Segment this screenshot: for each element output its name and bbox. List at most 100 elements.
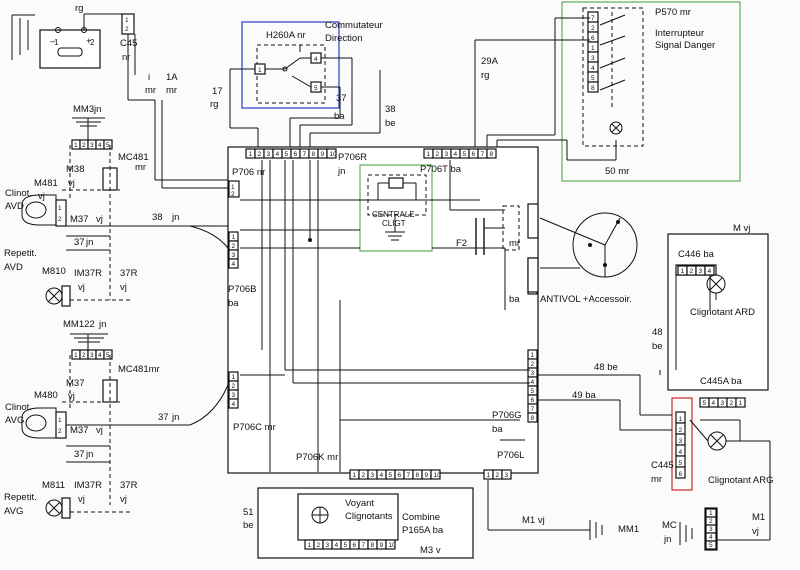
central-top-pin-label: 9 xyxy=(321,151,325,158)
front-left-top-pin-label: 3 xyxy=(90,142,94,149)
m810-label: M810 xyxy=(42,266,66,277)
p706g-color: ba xyxy=(492,424,503,435)
interrupteur-pin-label: 5 xyxy=(591,75,595,82)
clignotant-ard-wire-48-color: be xyxy=(652,341,663,352)
m480-label: M480 xyxy=(34,390,58,401)
wire-49-label: 49 ba xyxy=(572,390,596,401)
commutateur-pin-b: 4 xyxy=(314,56,318,63)
m1-pin-label: 3 xyxy=(709,526,713,533)
central-bottom-pin-label: 2 xyxy=(362,472,366,479)
central-right-b-pin-box xyxy=(527,412,538,423)
wire-37-rl-color: jn xyxy=(171,412,179,423)
central-bottom-pin-label: 7 xyxy=(407,472,411,479)
combine-label: Combine xyxy=(402,512,440,523)
m1-pin-label: 1 xyxy=(709,510,713,517)
wire-29a-color: rg xyxy=(481,70,489,81)
im37r-rl-color: vj xyxy=(78,494,85,505)
m38-label: M38 xyxy=(66,164,84,175)
central-top-pin-box xyxy=(326,148,337,159)
clignotant-arg-left-pin-label: 5 xyxy=(679,460,683,467)
central-top-pin-label: 5 xyxy=(285,151,289,158)
connector-c445: C445 xyxy=(651,460,674,471)
repetit-avd-label: Repetit. xyxy=(4,248,37,259)
wire-38-label: 38 xyxy=(385,104,396,115)
central-left-a-pin-box xyxy=(228,258,239,269)
clignotant-arg-top-pin-label: 4 xyxy=(712,400,716,407)
m1-color: vj xyxy=(752,526,759,537)
central-top-right-pin-label: 3 xyxy=(445,151,449,158)
commutateur-title: Commutateur xyxy=(325,20,383,31)
combine-pin-label: 8 xyxy=(371,542,375,549)
mc-color: jn xyxy=(663,534,671,545)
fl-pin-2: 2 xyxy=(58,216,62,223)
wire-37-fl-color: jn xyxy=(85,237,93,248)
m37-rl-label: M37 xyxy=(66,378,84,389)
wire-37r-rl: 37R xyxy=(120,480,138,491)
battery-pin-2: 2 xyxy=(90,38,95,47)
wire-37r-fl-color: vj xyxy=(120,282,127,293)
voyant-label: Voyant xyxy=(345,498,374,509)
commutateur-ref: H260A nr xyxy=(266,30,306,41)
clignotant-arg-top-pin-label: 5 xyxy=(703,400,707,407)
m481-color: vj xyxy=(38,191,45,202)
central-left-a-pin-label: 1 xyxy=(232,234,236,241)
clinot-avd-label: Clinot. xyxy=(5,188,32,199)
m38-color: vj xyxy=(68,178,75,189)
mc-label: MC xyxy=(662,520,677,531)
central-right-b-pin-label: 1 xyxy=(531,352,535,359)
clignotant-arg-top-pin-label: 2 xyxy=(730,400,734,407)
antivol: F2 mr ba ANTIVOL +Accessoir. xyxy=(456,203,638,305)
mc481-color: mr xyxy=(135,162,146,173)
clignotant-ard-m: M vj xyxy=(733,223,750,234)
clignotant-arg-left-pin-box xyxy=(675,466,686,479)
antivol-label: ANTIVOL +Accessoir. xyxy=(540,294,632,305)
mm122-label: MM122 xyxy=(63,319,95,330)
commutateur-direction: Commutateur Direction H260A nr 1 4 5 17 … xyxy=(210,20,396,147)
central-right-b-pin-label: 4 xyxy=(531,379,535,386)
combine-wire-51-color: be xyxy=(243,520,254,531)
commutateur-pin-a: 1 xyxy=(258,67,262,74)
central-bottom-right-pin-label: 2 xyxy=(496,472,500,479)
m1-pin-label: 2 xyxy=(709,518,713,525)
central-left-a-pin-label: 2 xyxy=(232,243,236,250)
central-left-b-pin-box xyxy=(228,398,239,409)
m37b-rl-label: M37 xyxy=(70,425,88,436)
repetit-avg-side: AVG xyxy=(4,506,23,517)
p706b-label: P706B xyxy=(228,284,257,295)
commutateur-subtitle: Direction xyxy=(325,33,363,44)
front-left-top-pin-label: 2 xyxy=(82,142,86,149)
p706-nr-label: P706 nr xyxy=(232,167,265,178)
m1-pin-label: 4 xyxy=(709,534,713,541)
clinot-avd-side: AVD xyxy=(5,201,24,212)
p706b-color: ba xyxy=(228,298,239,309)
clignotant-ard-label: Clignotant ARD xyxy=(690,307,755,318)
antivol-wire-mr: mr xyxy=(509,238,520,249)
central-top-pin-label: 7 xyxy=(303,151,307,158)
voyant-sublabel: Clignotants xyxy=(345,511,393,522)
svg-text:+: + xyxy=(86,36,92,47)
wire-17-color: rg xyxy=(210,99,218,110)
rear-left-top-pin-label: 2 xyxy=(82,352,86,359)
central-bottom-pin-label: 1 xyxy=(353,472,357,479)
rear-left-top-pin-label: 4 xyxy=(98,352,102,359)
interrupteur-highlight xyxy=(561,1,741,182)
clignotant-arg-left-pin-label: 4 xyxy=(679,449,683,456)
wire-38-fl: 38 xyxy=(152,212,163,223)
connector-c446: C446 ba xyxy=(678,249,715,260)
interrupteur-pin-label: 4 xyxy=(591,65,595,72)
rl-pin-1: 1 xyxy=(58,417,62,424)
central-top-right-pin-label: 6 xyxy=(472,151,476,158)
p706r-label: P706R xyxy=(338,152,367,163)
m481-label: M481 xyxy=(34,178,58,189)
commutateur-highlight xyxy=(241,21,340,109)
wire-38-color: be xyxy=(385,118,396,129)
combine-pin-label: 1 xyxy=(308,542,312,549)
front-left-top-pin-label: 5 xyxy=(106,142,110,149)
connector-c445a: C445A ba xyxy=(700,376,742,387)
central-top-right-pin-box xyxy=(486,148,497,159)
m37-rl-color: vj xyxy=(68,391,75,402)
